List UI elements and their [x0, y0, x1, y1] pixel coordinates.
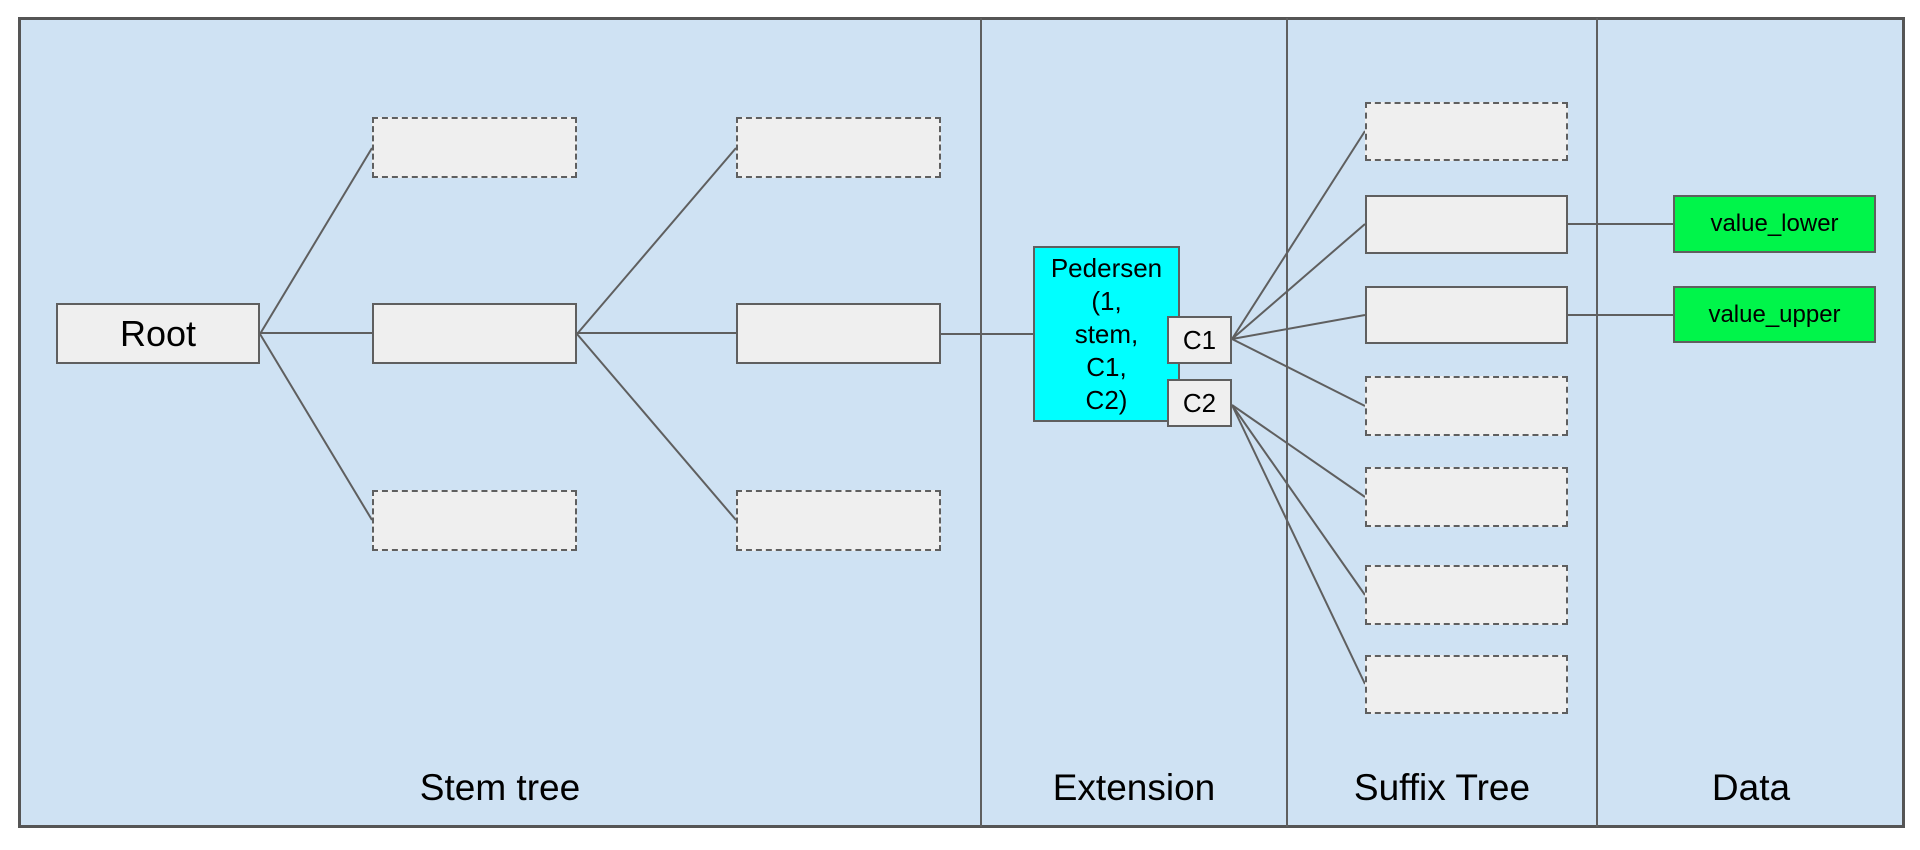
root-node: Root: [56, 303, 260, 364]
suffix-node-2: [1365, 195, 1568, 254]
pedersen-line-2: (1,: [1091, 285, 1122, 316]
stem-node-mid-2: [736, 303, 941, 364]
value-lower-node: value_lower: [1673, 195, 1876, 253]
pedersen-line-4: C1,: [1086, 351, 1127, 382]
c2-node: C2: [1167, 379, 1232, 427]
section-label-suffix-tree: Suffix Tree: [1353, 767, 1531, 808]
stem-empty-node-bottom-1: [372, 490, 577, 551]
suffix-empty-node-5: [1365, 467, 1568, 527]
section-label-stem-tree: Stem tree: [419, 767, 581, 808]
stem-empty-node-top-2: [736, 117, 941, 178]
section-label-data: Data: [1711, 767, 1791, 808]
stem-empty-node-top-1: [372, 117, 577, 178]
suffix-empty-node-7: [1365, 655, 1568, 714]
pedersen-line-5: C2): [1085, 384, 1128, 415]
suffix-node-3: [1365, 286, 1568, 344]
c1-node: C1: [1167, 316, 1232, 364]
suffix-empty-node-4: [1365, 376, 1568, 436]
suffix-empty-node-6: [1365, 565, 1568, 625]
pedersen-line-1: Pedersen: [1050, 252, 1163, 283]
diagram-panel: [18, 17, 1905, 828]
pedersen-line-3: stem,: [1074, 318, 1139, 349]
section-label-extension: Extension: [1052, 767, 1216, 808]
stem-empty-node-bottom-2: [736, 490, 941, 551]
suffix-empty-node-1: [1365, 102, 1568, 161]
stem-node-mid-1: [372, 303, 577, 364]
value-upper-node: value_upper: [1673, 286, 1876, 343]
pedersen-commitment-node: Pedersen (1, stem, C1, C2): [1033, 246, 1180, 422]
